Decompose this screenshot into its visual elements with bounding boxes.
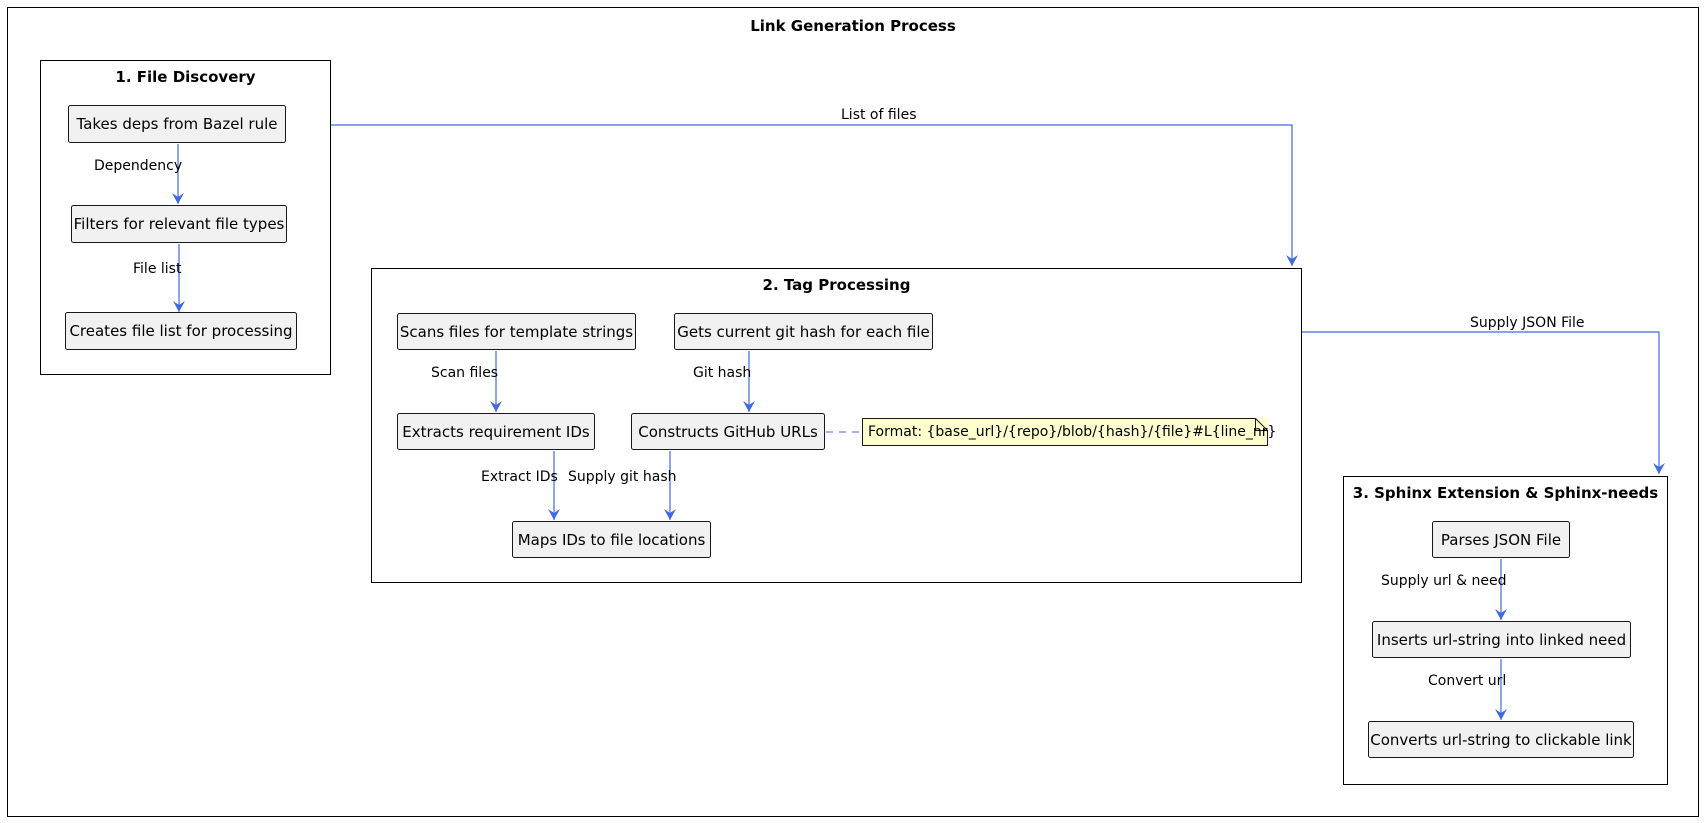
label-supply-url-need: Supply url & need: [1381, 573, 1507, 589]
node-takes-deps: Takes deps from Bazel rule: [68, 105, 286, 143]
diagram-title: Link Generation Process: [750, 17, 956, 35]
node-converts-url: Converts url-string to clickable link: [1368, 721, 1634, 758]
label-extract-ids: Extract IDs: [481, 469, 558, 485]
label-list-of-files: List of files: [841, 107, 917, 123]
node-filters-file-types: Filters for relevant file types: [71, 205, 287, 243]
label-git-hash: Git hash: [693, 365, 752, 381]
note-shape: [862, 418, 1268, 446]
format-note: Format: {base_url}/{repo}/blob/{hash}/{f…: [862, 418, 1276, 446]
node-parses-json: Parses JSON File: [1432, 521, 1570, 558]
label-dependency: Dependency: [94, 158, 183, 174]
node-extracts-ids: Extracts requirement IDs: [397, 413, 595, 450]
node-gets-git-hash: Gets current git hash for each file: [674, 313, 933, 350]
node-scans-files: Scans files for template strings: [397, 313, 636, 350]
node-inserts-url: Inserts url-string into linked need: [1372, 621, 1631, 658]
label-supply-json-file: Supply JSON File: [1470, 315, 1585, 331]
label-supply-git-hash: Supply git hash: [568, 469, 677, 485]
note-text: Format: {base_url}/{repo}/blob/{hash}/{f…: [868, 424, 1277, 440]
package-title: 3. Sphinx Extension & Sphinx-needs: [1352, 484, 1659, 502]
node-constructs-urls: Constructs GitHub URLs: [631, 413, 825, 450]
package-title: 1. File Discovery: [115, 68, 256, 86]
label-scan-files: Scan files: [431, 365, 499, 381]
node-maps-ids: Maps IDs to file locations: [512, 521, 711, 558]
node-creates-file-list: Creates file list for processing: [65, 312, 297, 350]
label-file-list: File list: [133, 261, 182, 277]
label-convert-url: Convert url: [1428, 673, 1507, 689]
package-title: 2. Tag Processing: [762, 276, 911, 294]
